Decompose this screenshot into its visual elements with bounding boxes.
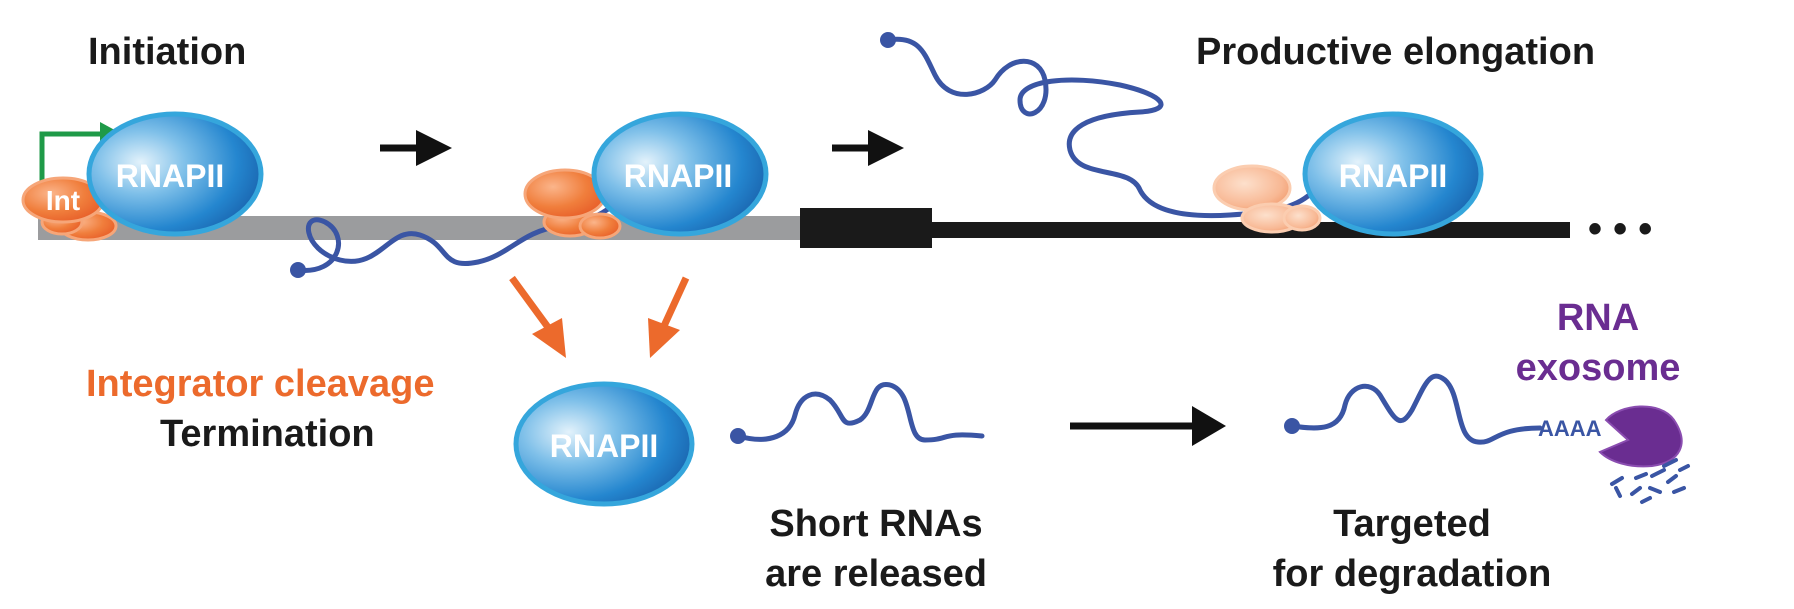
integrator-complex-initiation	[21, 176, 118, 242]
initiation-title: Initiation	[88, 31, 246, 73]
gene-exon-block	[800, 208, 932, 248]
progression-arrow-1	[380, 130, 452, 166]
rnapii-label-released: RNAPII	[550, 428, 658, 464]
integrator-label: Int	[46, 185, 80, 216]
productive-elongation-title: Productive elongation	[1196, 31, 1595, 73]
integrator-cleavage-label: Integrator cleavage	[86, 363, 434, 405]
nascent-rna-elongating	[885, 36, 1311, 219]
rnapii-released	[513, 381, 695, 507]
rnapii-elongating	[1302, 111, 1484, 237]
progression-arrow-2	[832, 130, 904, 166]
rnapii-label-initiation: RNAPII	[116, 158, 224, 194]
degradation-arrow	[1070, 406, 1226, 446]
targeted-label-line2: for degradation	[1273, 553, 1552, 595]
short-rnas-label-line2: are released	[765, 553, 987, 595]
cleavage-arrow-right	[648, 276, 690, 358]
polya-tail-label: AAAA	[1538, 416, 1602, 441]
rna-exosome-label-line1: RNA	[1557, 297, 1639, 339]
targeted-rna	[1289, 373, 1543, 445]
promoter-arrow-icon	[39, 131, 102, 190]
rna-5prime-cap-short	[730, 428, 746, 444]
rna-5prime-cap-elongating	[880, 32, 896, 48]
rna-exosome-icon	[1598, 405, 1683, 468]
rna-5prime-cap-targeted	[1284, 418, 1300, 434]
degraded-nucleotides-icon	[1610, 458, 1690, 504]
cleavage-arrow-left	[509, 275, 566, 358]
termination-label: Termination	[160, 413, 375, 455]
rnapii-label-elongating: RNAPII	[1339, 158, 1447, 194]
continuation-ellipsis: • • •	[1588, 207, 1652, 251]
rnapii-initiation	[86, 111, 264, 237]
rna-5prime-cap-paused	[290, 262, 306, 278]
targeted-label-line1: Targeted	[1333, 503, 1491, 545]
rnapii-paused	[591, 111, 769, 237]
short-rnas-label-line1: Short RNAs	[769, 503, 982, 545]
short-rna-released	[735, 382, 985, 443]
integrator-complex-dissociating	[1212, 164, 1322, 234]
rna-exosome-label-line2: exosome	[1516, 347, 1681, 389]
rnapii-label-paused: RNAPII	[624, 158, 732, 194]
